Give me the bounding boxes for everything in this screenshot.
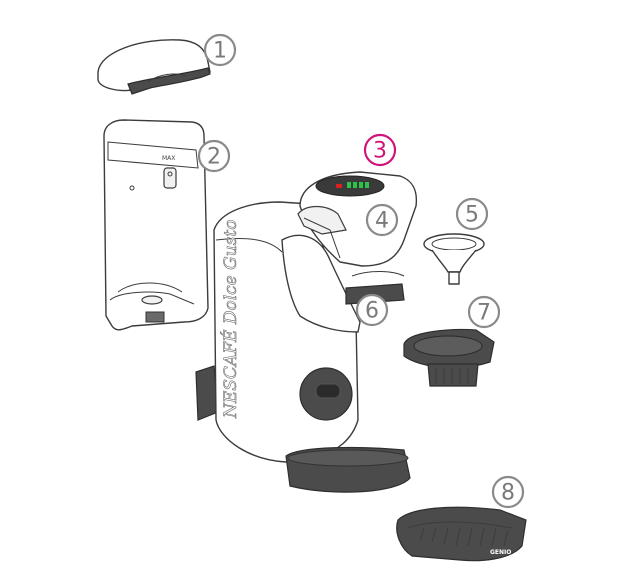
callout-2-label: 2 — [207, 145, 221, 170]
tank-max-label: MAX — [162, 155, 175, 162]
machine-brand-text: NESCAFÉ Dolce Gusto — [220, 220, 241, 419]
callout-4-label: 4 — [375, 209, 389, 234]
callout-4: 4 — [365, 203, 399, 237]
red-indicator — [336, 184, 342, 188]
green-indicator-4 — [365, 182, 369, 188]
water-tank-lid — [97, 39, 211, 95]
callout-8: 8 — [491, 475, 525, 509]
callout-6-label: 6 — [365, 299, 379, 324]
callout-1-label: 1 — [213, 39, 227, 64]
green-indicator-2 — [353, 182, 357, 188]
callout-5: 5 — [455, 197, 489, 231]
callout-2: 2 — [197, 139, 231, 173]
callout-7-label: 7 — [477, 301, 491, 326]
callout-3-label: 3 — [373, 139, 387, 164]
callout-3: 3 — [363, 133, 397, 167]
callout-5-label: 5 — [465, 203, 479, 228]
water-tank: MAX — [103, 119, 209, 331]
tray-brand-label: GENIO — [490, 549, 511, 556]
callout-7: 7 — [467, 295, 501, 329]
green-indicator-3 — [359, 182, 363, 188]
drip-tray-grid: GENIO — [396, 506, 527, 562]
callout-8-label: 8 — [501, 481, 515, 506]
milk-funnel — [423, 233, 485, 285]
callout-6: 6 — [355, 293, 389, 327]
machine-body: NESCAFÉ Dolce Gusto — [195, 171, 418, 493]
callout-1: 1 — [203, 33, 237, 67]
green-indicator-1 — [347, 182, 351, 188]
capsule-holder-insert — [403, 328, 495, 387]
